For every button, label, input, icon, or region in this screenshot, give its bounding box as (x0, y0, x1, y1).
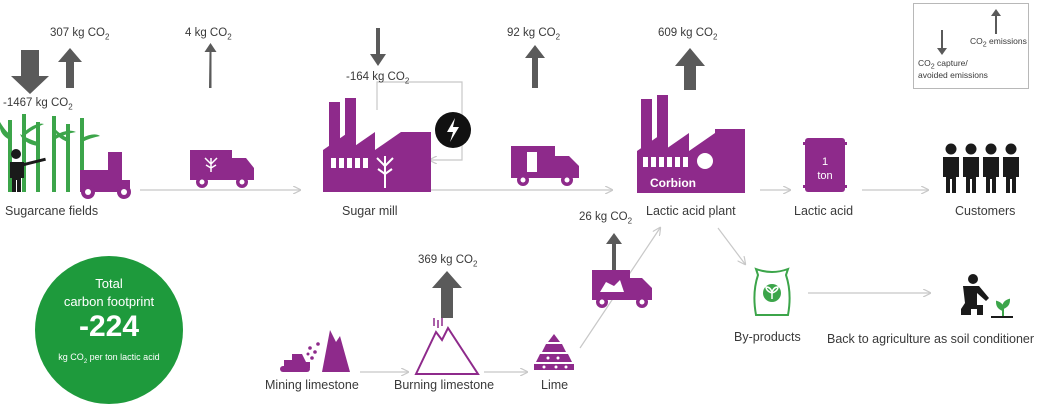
truck-sugar-icon (511, 146, 579, 186)
sugar-mill-icon (323, 98, 431, 192)
co2-transport-2: 92 kg CO2 (507, 27, 561, 42)
truck-sugarcane-icon (190, 150, 254, 188)
farmer-planting-icon (961, 274, 1013, 318)
down-arrow-icon (11, 50, 49, 94)
label-lactic-acid-plant: Lactic acid plant (646, 204, 736, 218)
label-back-to-agriculture: Back to agriculture as soil conditioner (827, 332, 1035, 346)
corbion-logo-text: Corbion (650, 176, 696, 190)
total-label: Total (95, 276, 123, 291)
truck-lime-icon (592, 270, 652, 308)
co2-transport-1: 4 kg CO2 (185, 27, 232, 42)
legend-capture-text-2: avoided emissions (918, 70, 988, 80)
label-sugarcane-fields: Sugarcane fields (5, 204, 99, 218)
co2-plant: 609 kg CO2 (658, 27, 718, 42)
mill-energy-loop (376, 81, 463, 160)
label-customers: Customers (955, 204, 1016, 218)
co2-mill-capture: -164 kg CO2 (346, 71, 410, 86)
co2-burning: 369 kg CO2 (418, 254, 478, 269)
legend-down-arrow-icon (937, 30, 947, 55)
label-burning-limestone: Burning limestone (394, 378, 495, 392)
lime-pile-icon (534, 334, 574, 370)
up-arrow-icon (606, 233, 622, 272)
total-value: -224 (78, 310, 140, 343)
label-by-products: By-products (734, 330, 801, 344)
co2-lime-transport: 26 kg CO2 (579, 211, 633, 226)
sugarcane-fields-icon (0, 114, 131, 199)
co2-fields-capture: -1467 kg CO2 (3, 97, 73, 112)
up-arrow-icon (675, 48, 705, 90)
label-lime: Lime (541, 378, 569, 392)
down-arrow-icon (370, 28, 386, 66)
mining-limestone-icon (280, 330, 350, 372)
barrel-1-label: 1 (821, 156, 829, 168)
label-sugar-mill: Sugar mill (342, 204, 398, 218)
barrel-icon (803, 138, 847, 192)
burning-limestone-icon (414, 318, 480, 375)
total-footprint-badge: Total carbon footprint -224 kg CO2 per t… (35, 256, 183, 404)
flow-plant-to-byproducts (717, 227, 745, 264)
label-lactic-acid: Lactic acid (794, 204, 854, 218)
energy-bolt-icon (435, 112, 471, 148)
legend-up-arrow-icon (991, 9, 1001, 34)
customers-icon (943, 143, 1019, 193)
label-mining-limestone: Mining limestone (265, 378, 359, 392)
legend-emissions-text: CO2 emissions (970, 36, 1027, 49)
up-arrow-icon (432, 271, 462, 318)
up-arrow-icon (58, 48, 82, 88)
co2-fields-emission: 307 kg CO2 (50, 27, 110, 42)
legend-box: CO2 emissions CO2 capture/ avoided emiss… (913, 3, 1029, 89)
by-products-sack-icon (753, 267, 791, 316)
lactic-acid-plant-icon (637, 95, 745, 193)
up-arrow-icon (204, 43, 217, 88)
legend-capture-text: CO2 capture/ (918, 58, 968, 71)
total-unit: kg CO2 per ton lactic acid (58, 352, 160, 365)
barrel-ton-label: ton (817, 170, 833, 182)
total-label-2: carbon footprint (63, 294, 155, 309)
up-arrow-icon (525, 45, 545, 88)
